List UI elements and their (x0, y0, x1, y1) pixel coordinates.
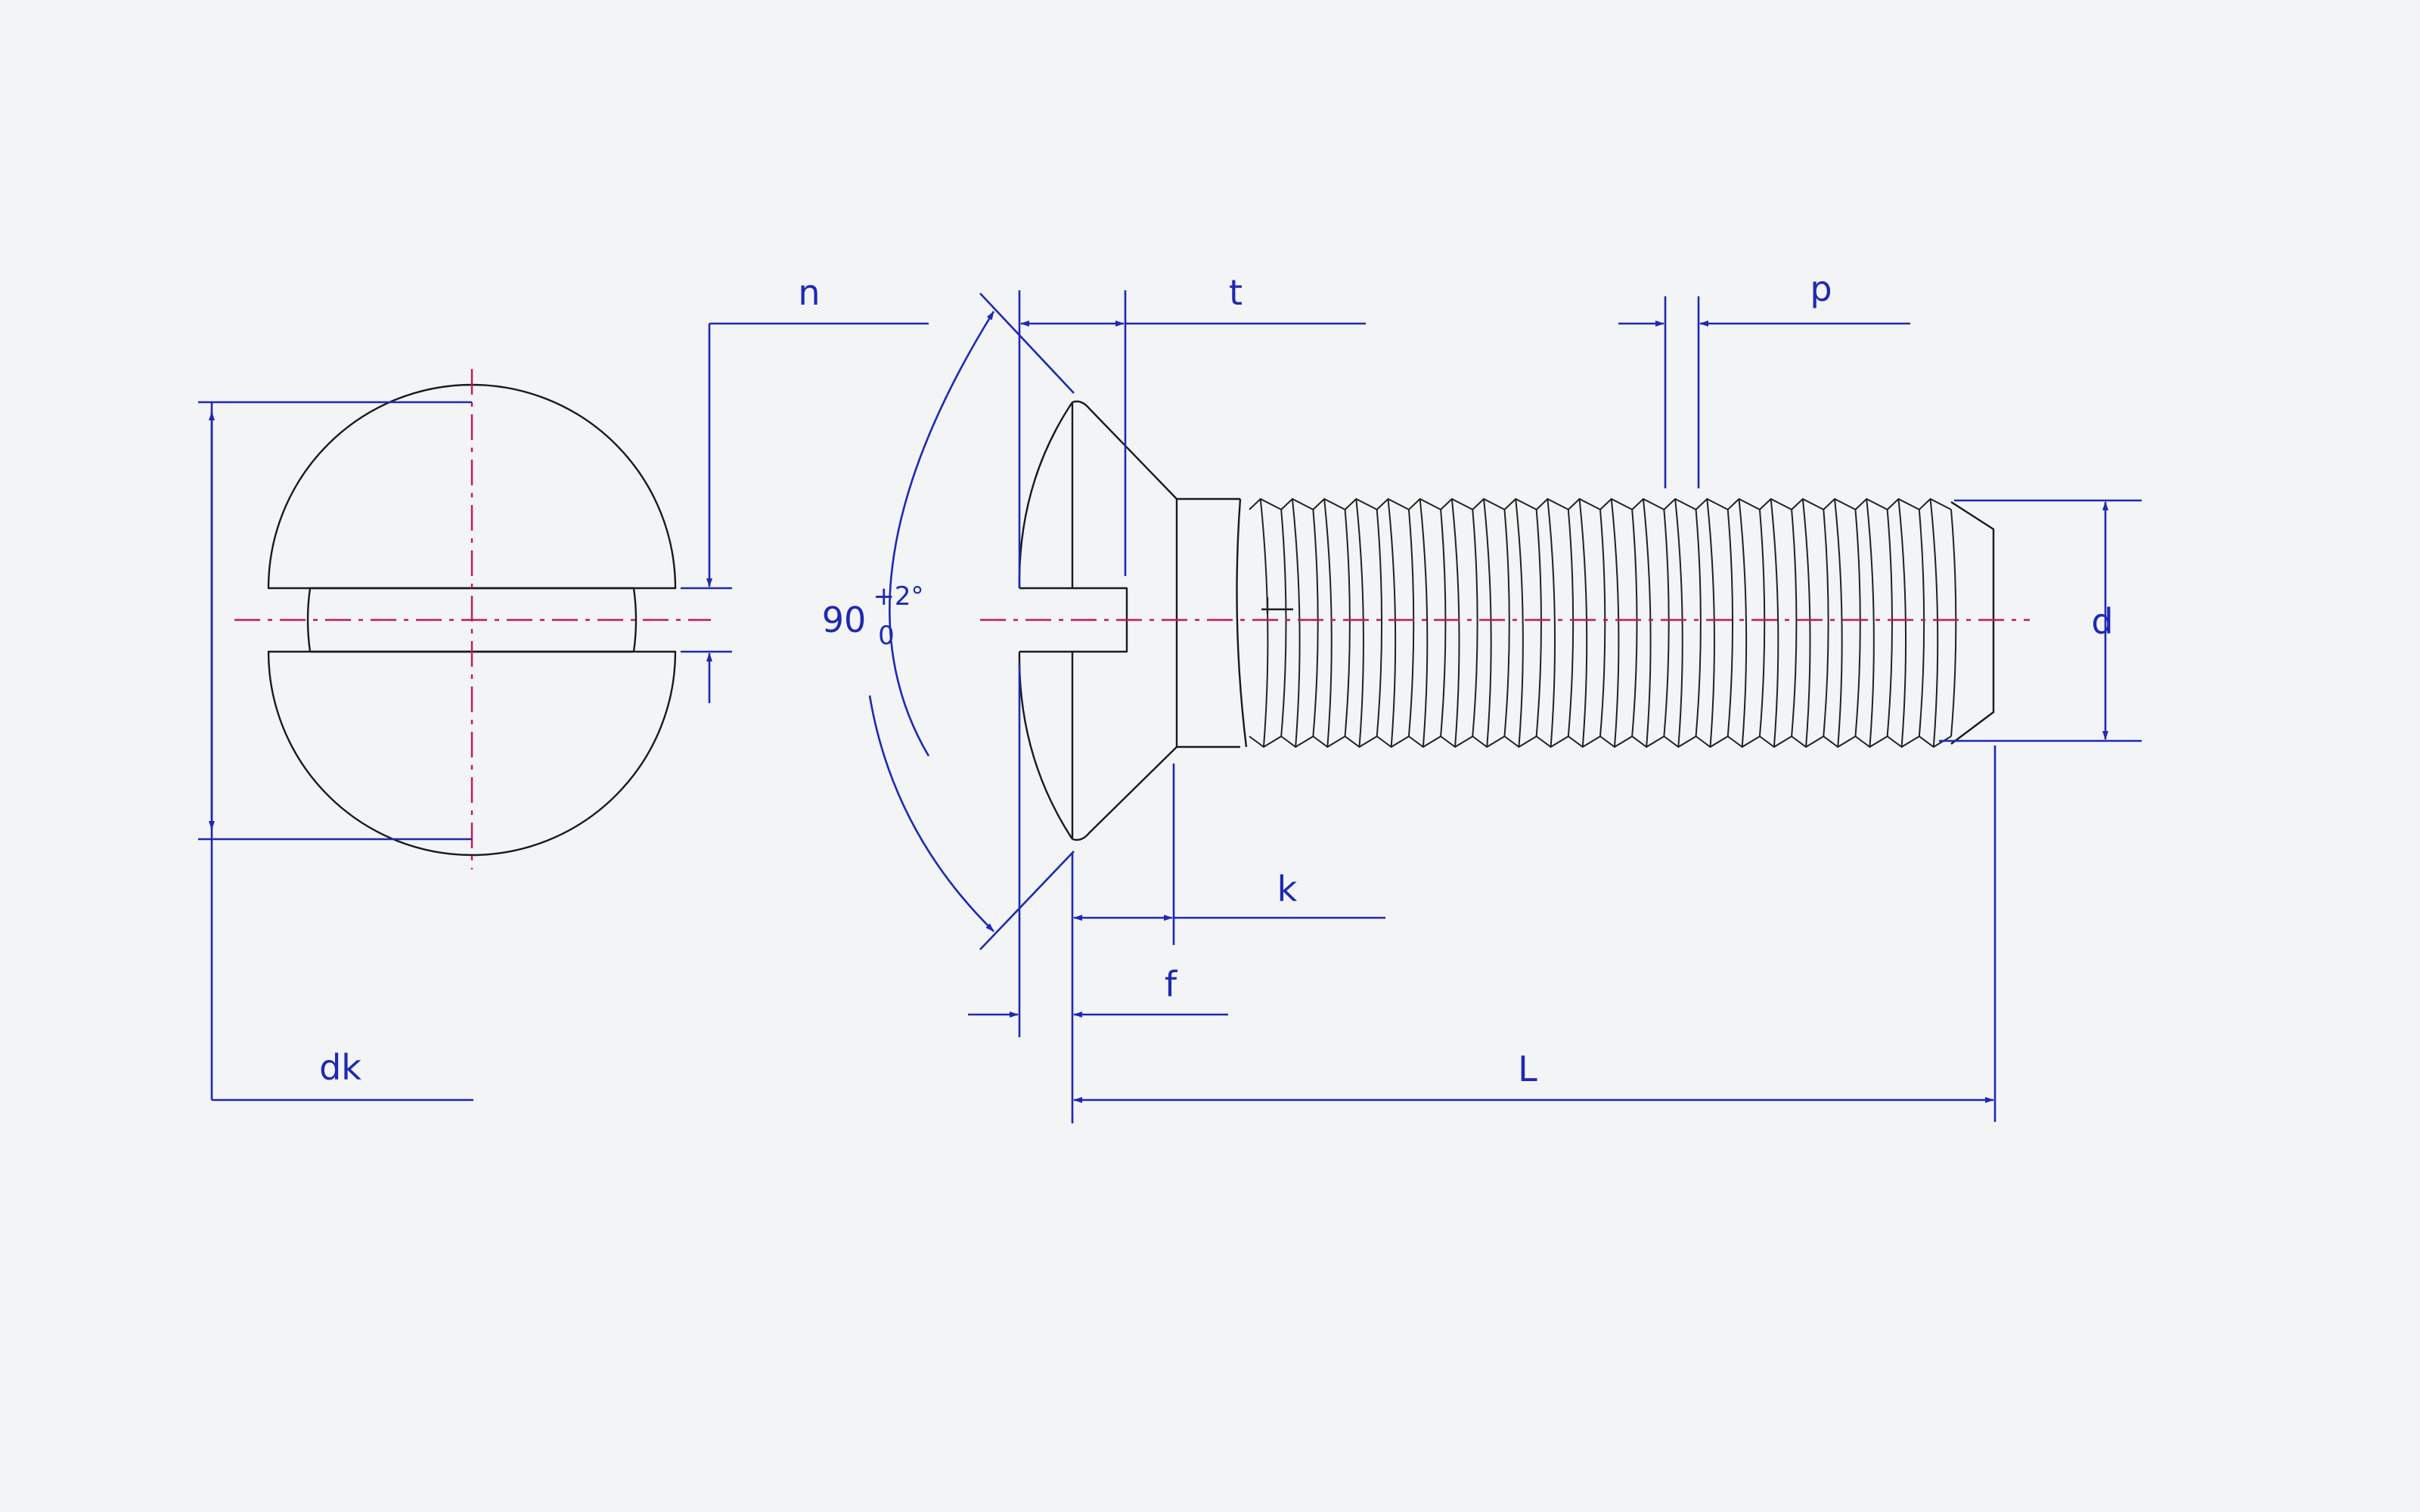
thread-flank (1801, 498, 1811, 748)
side-view (980, 400, 2030, 841)
thread-root (1567, 509, 1575, 737)
p-dimension: p (1618, 268, 1910, 488)
L-dimension: L (1071, 745, 1996, 1123)
thread-root (1823, 509, 1829, 737)
thread-root (1918, 509, 1925, 737)
front-view (234, 369, 711, 869)
angle-value: 90 (822, 600, 867, 640)
thread-root (1280, 509, 1287, 737)
t-dimension: t (1018, 272, 1366, 588)
d-label: d (2091, 601, 2113, 642)
thread-root (1599, 509, 1606, 737)
thread-flank (1578, 498, 1588, 748)
thread-root (1503, 509, 1510, 737)
thread-root (1631, 509, 1638, 737)
thread-flank (1674, 498, 1683, 748)
slot-left-edge (306, 587, 312, 652)
head-lower-half (267, 650, 677, 857)
thread-root (1440, 509, 1447, 737)
thread-root (1344, 509, 1351, 737)
shank-stub (1175, 497, 1240, 748)
d-dimension: d (1939, 499, 2142, 742)
f-label: f (1165, 964, 1178, 1005)
thread-flank (1770, 498, 1779, 748)
angle-dimension: 90 +2° 0 (822, 293, 1075, 950)
thread-root (1472, 509, 1478, 737)
dk-dimension: dk (198, 401, 473, 1101)
thread-root (1758, 509, 1766, 737)
thread-crest (1759, 497, 1792, 748)
f-dimension: f (968, 664, 1228, 1037)
thread-flank (1610, 498, 1620, 748)
thread-crests (1249, 497, 1957, 748)
thread-root (1663, 509, 1670, 737)
t-label: t (1229, 272, 1243, 313)
thread-flank (1547, 498, 1556, 748)
thread-root (1854, 509, 1861, 737)
angle-tolerance-lower: 0 (878, 621, 895, 651)
p-label: p (1810, 268, 1832, 309)
thread-crest (1791, 497, 1824, 748)
thread-flank (1897, 498, 1907, 748)
countersink-cone (1072, 400, 1177, 841)
thread-flank (1706, 498, 1715, 748)
thread-flank (1515, 498, 1524, 748)
thread-crest (1440, 497, 1473, 748)
thread-flank (1323, 498, 1333, 748)
thread-root (1695, 509, 1702, 737)
thread-crest (1408, 497, 1441, 748)
thread-root (1950, 509, 1957, 737)
thread-flank (1866, 498, 1875, 748)
thread-flank (1259, 498, 1269, 748)
angle-tolerance-upper: +2° (873, 581, 923, 612)
thread-flank (1450, 498, 1460, 748)
head-upper-half (267, 383, 677, 590)
k-dimension: k (1071, 764, 1385, 1120)
thread-flank (1929, 498, 1939, 748)
thread-root (1535, 509, 1542, 737)
thread-crest (1599, 497, 1633, 748)
L-label: L (1518, 1049, 1537, 1089)
thread-root (1376, 509, 1383, 737)
thread-flank (1642, 498, 1652, 748)
n-label: n (798, 272, 820, 313)
thread-flank (1483, 498, 1492, 748)
thread-root (1407, 509, 1415, 737)
thread-crest (1249, 497, 1282, 748)
thread-tip (1950, 500, 1995, 745)
thread-flank (1355, 498, 1364, 748)
n-dimension: n (681, 272, 929, 703)
thread-root (1791, 509, 1798, 737)
thread-flank (1738, 498, 1748, 748)
thread-start (1236, 498, 1248, 748)
thread-root (1312, 509, 1319, 737)
thread-root (1886, 509, 1893, 737)
k-label: k (1277, 869, 1298, 909)
dk-label: dk (319, 1047, 361, 1088)
thread-flank (1834, 498, 1843, 748)
thread-flank (1387, 498, 1397, 748)
slot-right-edge (632, 587, 638, 652)
thread-flank (1291, 498, 1301, 748)
thread-root (1727, 509, 1734, 737)
thread-flank (1419, 498, 1429, 748)
